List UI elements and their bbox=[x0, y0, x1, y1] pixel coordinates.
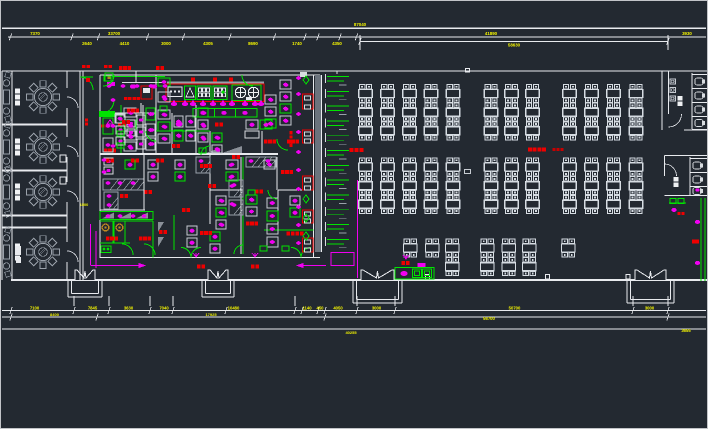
svg-text:58630: 58630 bbox=[508, 42, 521, 47]
svg-text:8400: 8400 bbox=[50, 312, 60, 317]
svg-text:17925: 17925 bbox=[205, 312, 217, 317]
svg-text:10480: 10480 bbox=[228, 306, 240, 311]
svg-text:7040: 7040 bbox=[159, 306, 169, 311]
svg-text:4050: 4050 bbox=[333, 306, 343, 311]
svg-text:8690: 8690 bbox=[248, 41, 258, 46]
svg-text:3630: 3630 bbox=[124, 306, 134, 311]
svg-text:3000: 3000 bbox=[645, 306, 655, 311]
svg-text:7370: 7370 bbox=[30, 31, 40, 36]
svg-text:4305: 4305 bbox=[203, 41, 213, 46]
svg-text:7845: 7845 bbox=[88, 306, 98, 311]
svg-text:3655: 3655 bbox=[681, 328, 691, 333]
svg-text:40255: 40255 bbox=[345, 330, 357, 335]
svg-text:1500: 1500 bbox=[80, 203, 88, 207]
svg-text:4410: 4410 bbox=[120, 41, 130, 46]
svg-text:3930: 3930 bbox=[682, 31, 692, 36]
svg-text:3000: 3000 bbox=[372, 306, 382, 311]
svg-text:4350: 4350 bbox=[332, 41, 342, 46]
svg-text:33700: 33700 bbox=[108, 31, 121, 36]
svg-text:7100: 7100 bbox=[30, 306, 40, 311]
svg-text:2640: 2640 bbox=[82, 41, 92, 46]
svg-text:1740: 1740 bbox=[292, 41, 302, 46]
svg-text:56700: 56700 bbox=[483, 316, 495, 321]
svg-text:41890: 41890 bbox=[485, 31, 498, 36]
svg-text:3000: 3000 bbox=[161, 41, 171, 46]
svg-text:450: 450 bbox=[317, 306, 325, 311]
svg-text:1140: 1140 bbox=[302, 306, 312, 311]
svg-text:50700: 50700 bbox=[509, 306, 521, 311]
svg-text:87040: 87040 bbox=[354, 22, 367, 27]
